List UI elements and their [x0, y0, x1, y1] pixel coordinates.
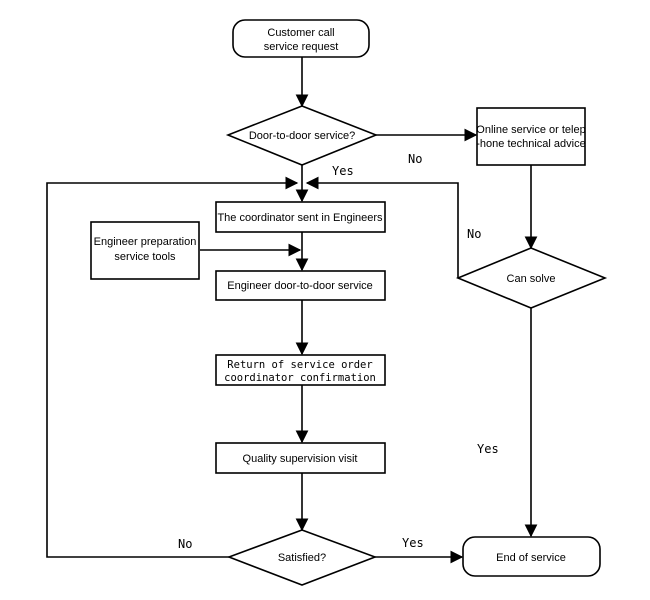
- door-no-label: No: [408, 152, 422, 166]
- engineer-prep-line1: Engineer preparation: [94, 236, 197, 248]
- can-solve-yes-label: Yes: [477, 442, 499, 456]
- online-service-node: Online service or telep -hone technical …: [476, 107, 586, 166]
- online-service-line2: -hone technical advice: [476, 138, 585, 150]
- engineer-door-label: Engineer door-to-door service: [227, 280, 373, 292]
- can-solve-decision: Can solve: [455, 247, 608, 309]
- start-node: Customer call service request: [232, 19, 370, 58]
- quality-visit-label: Quality supervision visit: [243, 453, 358, 465]
- return-order-line1: Return of service order: [227, 359, 372, 371]
- satisfied-decision: Satisfied?: [226, 529, 378, 586]
- satisfied-no-label: No: [178, 537, 192, 551]
- online-service-line1: Online service or telep: [476, 124, 585, 136]
- door-to-door-decision-label: Door-to-door service?: [249, 130, 355, 142]
- door-yes-label: Yes: [332, 164, 354, 178]
- end-node: End of service: [462, 536, 601, 577]
- start-node-line2: service request: [264, 41, 339, 53]
- coordinator-sent-node: The coordinator sent in Engineers: [215, 201, 386, 233]
- engineer-prep-line2: service tools: [114, 251, 176, 263]
- return-order-line2: coordinator confirmation: [224, 372, 376, 384]
- end-node-label: End of service: [496, 552, 566, 564]
- engineer-door-node: Engineer door-to-door service: [215, 270, 386, 301]
- can-solve-no-label: No: [467, 227, 481, 241]
- can-solve-decision-label: Can solve: [507, 273, 556, 285]
- door-to-door-decision: Door-to-door service?: [225, 105, 379, 166]
- quality-visit-node: Quality supervision visit: [215, 442, 386, 474]
- coordinator-sent-label: The coordinator sent in Engineers: [217, 212, 383, 224]
- return-order-node: Return of service order coordinator conf…: [215, 354, 386, 386]
- engineer-prep-node: Engineer preparation service tools: [90, 221, 200, 280]
- start-node-line1: Customer call: [267, 27, 334, 39]
- edge-satisfied-no-loop: [46, 176, 299, 558]
- satisfied-decision-label: Satisfied?: [278, 552, 326, 564]
- edge-cansolve-no-loop: [305, 176, 459, 278]
- satisfied-yes-label: Yes: [402, 536, 424, 550]
